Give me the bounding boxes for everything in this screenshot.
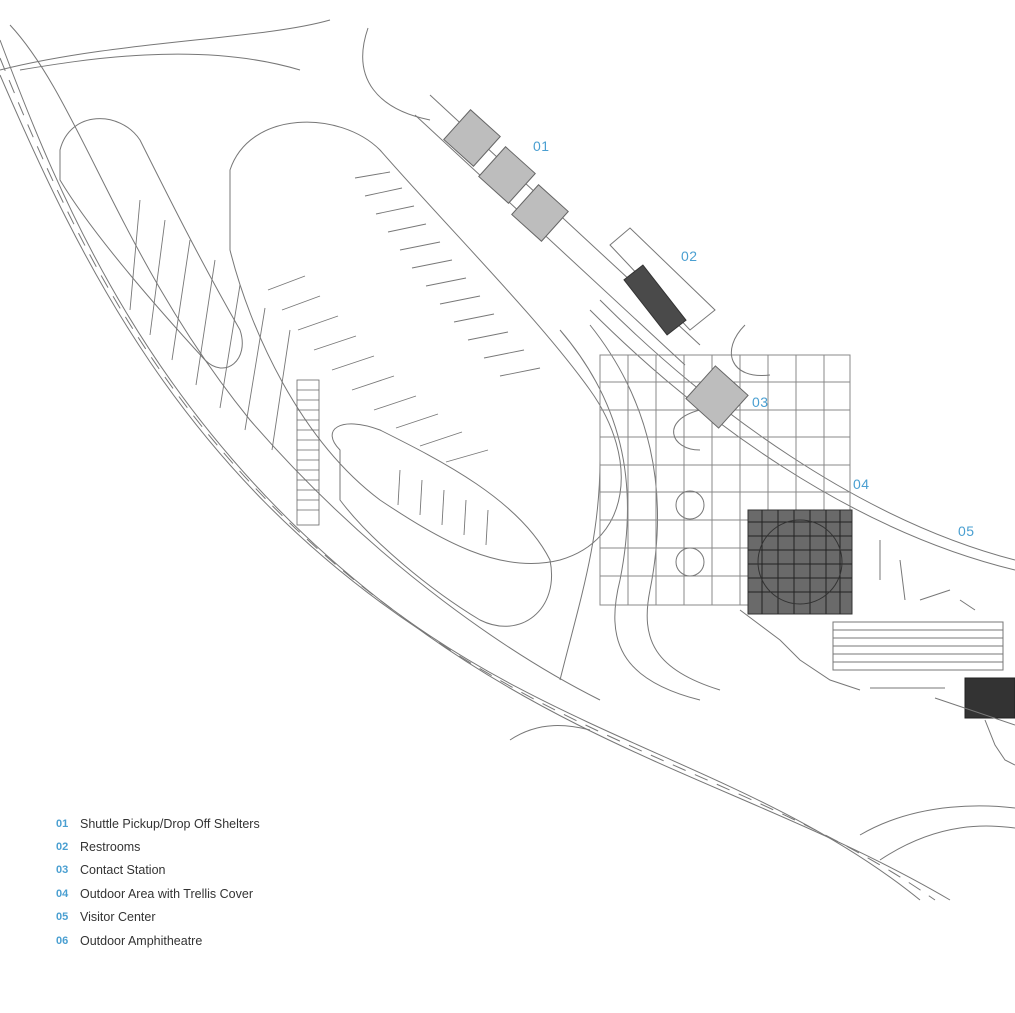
legend-item: 06 Outdoor Amphitheatre: [56, 929, 376, 952]
callout-02: 02: [681, 248, 698, 264]
legend-text: Restrooms: [80, 840, 141, 855]
shelter-2: [478, 146, 536, 204]
legend-number: 02: [56, 841, 69, 854]
legend-item: 03 Contact Station: [56, 859, 376, 882]
legend: 01 Shuttle Pickup/Drop Off Shelters 02 R…: [56, 812, 376, 952]
parking-loop-outer: [229, 121, 622, 564]
shelter-3: [511, 184, 569, 242]
planter-arc-3: [509, 725, 591, 741]
legend-number: 05: [56, 911, 69, 924]
planter-arc-1: [673, 409, 701, 451]
east-path-2: [599, 299, 1015, 561]
visitor-center-lines: [739, 540, 1004, 691]
legend-text: Outdoor Amphitheatre: [80, 933, 203, 948]
legend-text: Visitor Center: [80, 910, 156, 925]
entrance-road-2: [589, 324, 721, 691]
hatched-ramp: [296, 379, 320, 526]
amphitheatre-block: [964, 677, 1015, 719]
restroom-block: [623, 264, 687, 336]
inner-road-edge: [9, 24, 601, 701]
legend-item: 02 Restrooms: [56, 835, 376, 858]
top-curve-right: [362, 27, 431, 121]
callout-01: 01: [533, 138, 550, 154]
legend-number: 04: [56, 887, 69, 900]
road-centerline: [0, 57, 936, 901]
legend-text: Contact Station: [80, 863, 166, 878]
legend-number: 01: [56, 817, 69, 830]
legend-item: 01 Shuttle Pickup/Drop Off Shelters: [56, 812, 376, 835]
callout-05: 05: [958, 523, 975, 539]
planter-arc-2: [730, 324, 771, 377]
entrance-road-3: [559, 459, 601, 681]
shelter-walk-2: [414, 114, 686, 366]
entrance-road-1: [559, 329, 701, 701]
contact-station: [685, 365, 749, 429]
legend-item: 04 Outdoor Area with Trellis Cover: [56, 882, 376, 905]
callout-04: 04: [853, 476, 870, 492]
legend-text: Outdoor Area with Trellis Cover: [80, 886, 253, 901]
outer-road-edge: [0, 39, 921, 901]
callout-03: 03: [752, 394, 769, 410]
legend-number: 06: [56, 934, 69, 947]
left-island: [59, 118, 243, 369]
legend-text: Shuttle Pickup/Drop Off Shelters: [80, 816, 260, 831]
planter-2: [675, 547, 705, 577]
top-curve-arc: [19, 53, 301, 71]
planter-1: [675, 490, 705, 520]
trellis-cover: [747, 509, 853, 615]
top-curve-left: [0, 19, 331, 71]
bottom-right-curve: [859, 805, 1015, 836]
parking-stalls: [129, 171, 541, 546]
legend-item: 05 Visitor Center: [56, 906, 376, 929]
parking-loop-inner: [331, 423, 552, 627]
shelter-1: [443, 109, 501, 167]
outer-road-edge-2: [0, 74, 951, 901]
bottom-right-curve-2: [879, 825, 1015, 861]
shuttle-shelters: [443, 109, 569, 242]
legend-number: 03: [56, 864, 69, 877]
